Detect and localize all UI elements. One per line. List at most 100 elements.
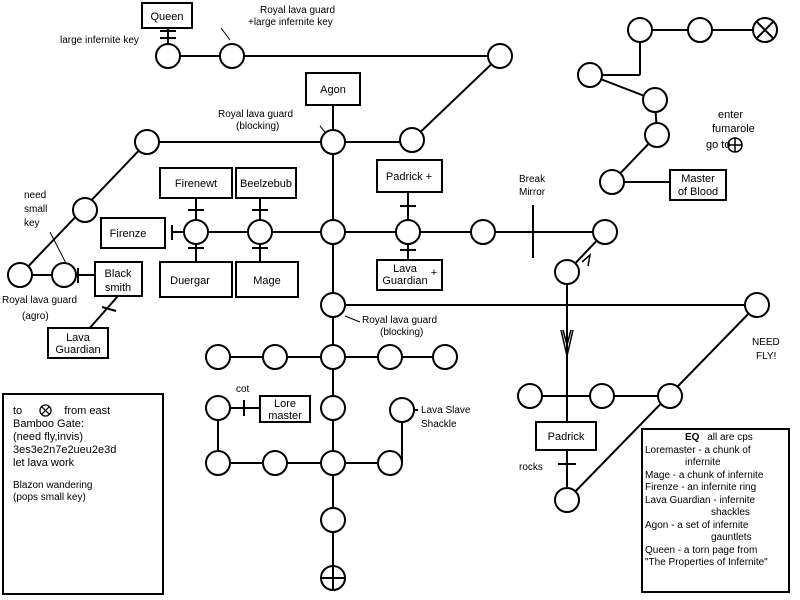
annotation: small xyxy=(24,204,47,215)
legend-item: "The Properties of Infernite" xyxy=(645,557,768,568)
annotation: (blocking) xyxy=(380,327,423,338)
notes-bamboo-gate: Bamboo Gate: xyxy=(13,418,84,430)
room-padrick xyxy=(535,421,597,451)
legend-header: EQ all are cps xyxy=(645,432,788,445)
room-label: Queen xyxy=(150,11,183,23)
cross-circle-icon xyxy=(39,404,52,417)
map-node xyxy=(627,17,653,43)
map-node xyxy=(320,507,346,533)
notes-panel: to from east Bamboo Gate: (need fly,invi… xyxy=(2,393,164,595)
notes-from-east: from east xyxy=(64,405,111,417)
plus-circle-icon xyxy=(320,565,346,591)
annotation: Mirror xyxy=(519,187,546,198)
cross-circle-icon xyxy=(752,17,778,43)
annotation: Lava Slave xyxy=(421,405,471,416)
room-label: Master xyxy=(681,173,715,185)
annotation: fumarole xyxy=(712,123,755,135)
map-node xyxy=(554,259,580,285)
notes-blazon-2: (pops small key) xyxy=(13,492,86,503)
room-label: smith xyxy=(105,282,131,294)
annotation: (blocking) xyxy=(236,121,279,132)
direction-arrows xyxy=(560,253,592,357)
room-lava-guardian-plus xyxy=(376,259,443,291)
notes-route-line: to from east xyxy=(13,404,162,418)
room-label: Guardian xyxy=(55,344,100,356)
room-label: + xyxy=(431,267,437,279)
legend-item-cont: gauntlets xyxy=(711,532,752,543)
annotation: +large infernite key xyxy=(248,17,333,28)
room-label: Agon xyxy=(320,84,346,96)
map-node xyxy=(589,383,615,409)
room-label: Beelzebub xyxy=(240,178,292,190)
map-annotations: large infernite key Royal lava guard +la… xyxy=(2,5,780,473)
room-boxes xyxy=(47,2,727,451)
room-firenewt xyxy=(159,167,233,199)
map-node xyxy=(599,169,625,195)
map-node xyxy=(205,344,231,370)
annotation: NEED xyxy=(752,337,780,348)
map-node xyxy=(7,262,33,288)
notes-to: to xyxy=(13,405,23,417)
legend-subtitle: all are cps xyxy=(707,432,753,443)
annotation: rocks xyxy=(519,462,543,473)
map-node xyxy=(377,450,403,476)
room-duergar xyxy=(159,261,233,298)
map-node xyxy=(554,487,580,513)
annotation: Royal lava guard xyxy=(362,315,437,326)
room-label: Guardian xyxy=(382,275,427,287)
notes-let-lava-work: let lava work xyxy=(13,457,75,469)
map-node xyxy=(517,383,543,409)
map-node xyxy=(205,450,231,476)
annotation: Shackle xyxy=(421,419,457,430)
map-node xyxy=(744,292,770,318)
room-padrick-plus xyxy=(376,159,443,193)
map-node xyxy=(389,397,415,423)
room-label: of Blood xyxy=(678,186,718,198)
map-node xyxy=(377,344,403,370)
room-lore-master xyxy=(259,395,311,423)
map-node xyxy=(51,262,77,288)
map-node xyxy=(205,395,231,421)
room-label: Lava xyxy=(66,332,91,344)
map-node xyxy=(262,344,288,370)
annotation: go to xyxy=(706,139,730,151)
map-node xyxy=(262,450,288,476)
map-node xyxy=(399,127,425,153)
legend-item-cont: shackles xyxy=(711,507,750,518)
room-label: Padrick + xyxy=(386,171,432,183)
map-node xyxy=(155,43,181,69)
annotation: cot xyxy=(236,384,250,395)
legend-item: Mage - a chunk of infernite xyxy=(645,469,764,481)
annotation: need xyxy=(24,190,46,201)
map-node xyxy=(592,219,618,245)
annotation: key xyxy=(24,218,40,229)
legend-item: Agon - a set of infernite xyxy=(645,519,749,531)
annotation: Royal lava guard xyxy=(218,109,293,120)
map-node xyxy=(183,219,209,245)
annotation: Break xyxy=(519,174,546,185)
map-node xyxy=(320,395,346,421)
map-node xyxy=(657,383,683,409)
room-labels: Queen Agon Firenewt Beelzebub Padrick + … xyxy=(55,11,718,443)
room-blacksmith xyxy=(94,261,143,297)
map-node xyxy=(247,219,273,245)
room-label: Firenze xyxy=(110,228,147,240)
room-label: Duergar xyxy=(170,275,210,287)
legend-item: Lava Guardian - infernite xyxy=(645,494,756,506)
notes-code: 3es3e2n7e2ueu2e3d xyxy=(13,444,117,456)
room-label: master xyxy=(268,410,302,422)
legend-title: EQ xyxy=(685,432,700,443)
room-label: Black xyxy=(105,268,132,280)
legend-item-cont: infernite xyxy=(685,457,721,468)
room-master-of-blood xyxy=(669,169,727,201)
notes-need-fly-invis: (need fly,invis) xyxy=(13,431,84,443)
map-node xyxy=(320,219,346,245)
room-label: Lava xyxy=(393,263,418,275)
room-mage xyxy=(235,261,299,298)
legend-item: Firenze - an infernite ring xyxy=(645,482,757,493)
map-node xyxy=(644,122,670,148)
map-node xyxy=(432,344,458,370)
map-node xyxy=(320,129,346,155)
legend-item: Loremaster - a chunk of xyxy=(645,444,751,456)
